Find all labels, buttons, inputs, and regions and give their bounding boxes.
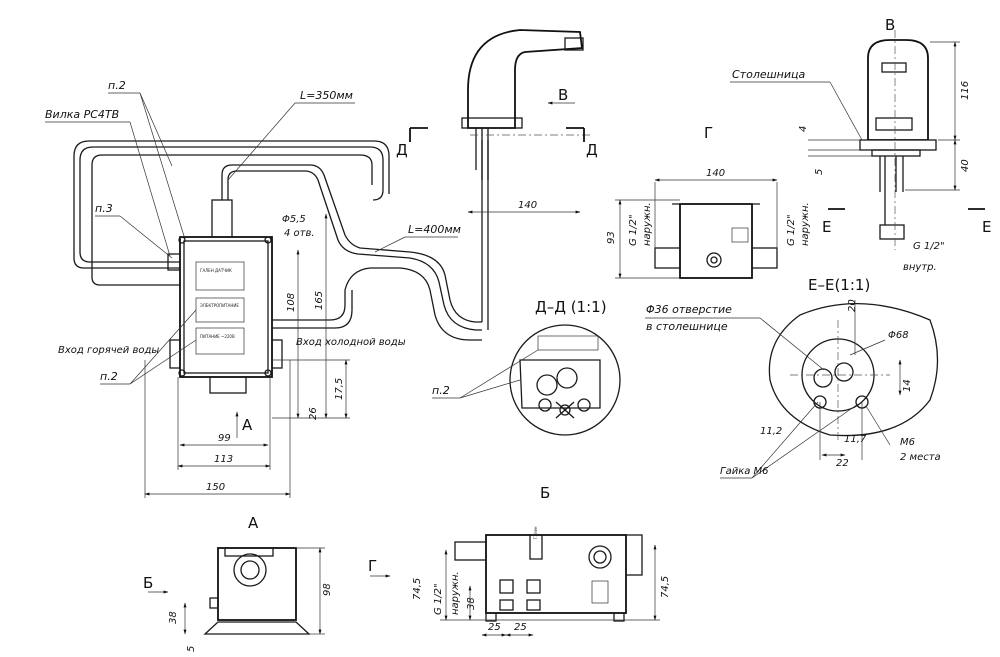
dim-74-5-right: 74,5 bbox=[660, 576, 671, 598]
dim-93: 93 bbox=[606, 231, 617, 244]
label-p3: п.3 bbox=[95, 202, 113, 215]
faucet-side bbox=[461, 29, 590, 180]
dim-14: 14 bbox=[902, 379, 913, 392]
dim-25-b: 25 bbox=[514, 622, 527, 633]
dim-99: 99 bbox=[218, 433, 231, 444]
label-g12-g-left: G 1/2" bbox=[628, 214, 639, 246]
view-letter-v: В bbox=[885, 16, 895, 34]
dim-26: 26 bbox=[308, 407, 319, 420]
view-g-box bbox=[654, 203, 778, 279]
dim-108: 108 bbox=[286, 293, 297, 312]
label-cold-in: Вход холодной воды bbox=[296, 337, 406, 348]
label-p2-top: п.2 bbox=[108, 79, 126, 92]
view-letter-g: Г bbox=[704, 124, 713, 142]
dim-140-faucet: 140 bbox=[518, 200, 537, 211]
dim-hole-diameter: Φ5,5 bbox=[282, 214, 306, 225]
label-two-places: 2 места bbox=[900, 452, 941, 463]
view-title-b: Б bbox=[540, 484, 550, 502]
dim-38-a: 38 bbox=[168, 611, 179, 624]
label-l400: L=400мм bbox=[408, 223, 461, 236]
dim-116: 116 bbox=[960, 81, 971, 100]
label-hot-in: Вход горячей воды bbox=[58, 345, 159, 356]
label-external-b: наружн. bbox=[450, 571, 461, 615]
label-hole-a: Φ36 отверстие bbox=[646, 303, 732, 316]
dim-38-b: 38 bbox=[466, 597, 477, 610]
plate-text-3: ПИТАНИЕ ~220В bbox=[200, 334, 235, 339]
label-g12-g-right: G 1/2" bbox=[786, 214, 797, 246]
view-letter-v-arrow: В bbox=[558, 86, 568, 104]
label-external-g-left: наружн. bbox=[642, 202, 653, 246]
dim-11-7: 11,7 bbox=[844, 434, 867, 445]
label-p2-dd: п.2 bbox=[432, 384, 450, 397]
plate-text-2: ЭЛЕКТРОПИТАНИЕ bbox=[200, 303, 239, 308]
view-letter-a-arrow: А bbox=[242, 416, 253, 434]
section-letter-e-left: Е bbox=[822, 218, 831, 236]
dim-150: 150 bbox=[206, 482, 225, 493]
dim-40: 40 bbox=[960, 159, 971, 172]
dim-5-v: 5 bbox=[814, 169, 825, 175]
dim-5-a: 5 bbox=[186, 646, 197, 652]
label-g12-b: G 1/2" bbox=[433, 583, 444, 615]
section-letter-d-left: Д bbox=[396, 141, 408, 159]
section-dd bbox=[509, 324, 621, 436]
label-external-g-right: наружн. bbox=[800, 202, 811, 246]
dim-113: 113 bbox=[214, 454, 233, 465]
dim-140-box: 140 bbox=[706, 168, 725, 179]
section-title-ee: Е–Е(1:1) bbox=[808, 276, 870, 294]
dim-4: 4 bbox=[798, 126, 809, 132]
view-b bbox=[454, 534, 643, 622]
label-p2-left: п.2 bbox=[100, 370, 118, 383]
dim-74-5-left: 74,5 bbox=[412, 578, 423, 600]
view-letter-g-arrow: Г bbox=[368, 557, 377, 575]
dim-165: 165 bbox=[314, 291, 325, 310]
section-markers bbox=[148, 101, 985, 594]
label-hole-b: в столешнице bbox=[646, 320, 728, 333]
dim-98: 98 bbox=[322, 583, 333, 596]
label-l350: L=350мм bbox=[300, 89, 353, 102]
label-m6: М6 bbox=[900, 437, 915, 448]
view-letter-b-arrow: Б bbox=[143, 574, 153, 592]
dimension-lines bbox=[144, 41, 960, 637]
dim-25-a: 25 bbox=[488, 622, 501, 633]
dim-68: Φ68 bbox=[888, 330, 909, 341]
dim-20: 20 bbox=[847, 299, 858, 312]
hose-left bbox=[73, 140, 390, 286]
dim-22: 22 bbox=[836, 458, 849, 469]
label-countertop: Столешница bbox=[732, 68, 806, 81]
dim-17-5: 17,5 bbox=[334, 378, 345, 400]
dim-11-2: 11,2 bbox=[760, 426, 782, 437]
section-letter-e-right: Е bbox=[982, 218, 991, 236]
section-letter-d-right: Д bbox=[586, 141, 598, 159]
hose-right bbox=[221, 140, 489, 341]
label-brand: Гален bbox=[533, 526, 538, 539]
section-ee bbox=[768, 303, 939, 440]
view-title-a: А bbox=[248, 514, 259, 532]
control-box-front: ГАЛЕН ДАТЧИК ЭЛЕКТРОПИТАНИЕ ПИТАНИЕ ~220… bbox=[167, 199, 283, 394]
view-v-faucet bbox=[859, 30, 937, 250]
leader-lines bbox=[45, 81, 891, 479]
view-a bbox=[203, 547, 311, 635]
plate-text-1: ГАЛЕН ДАТЧИК bbox=[200, 268, 232, 273]
dim-hole-count: 4 отв. bbox=[284, 228, 315, 239]
label-internal: внутр. bbox=[903, 262, 937, 273]
label-plug: Вилка РС4ТВ bbox=[45, 108, 119, 121]
label-nut: Гайка М6 bbox=[720, 466, 769, 477]
section-title-dd: Д–Д (1:1) bbox=[535, 298, 607, 316]
label-g12-v: G 1/2" bbox=[913, 241, 945, 252]
